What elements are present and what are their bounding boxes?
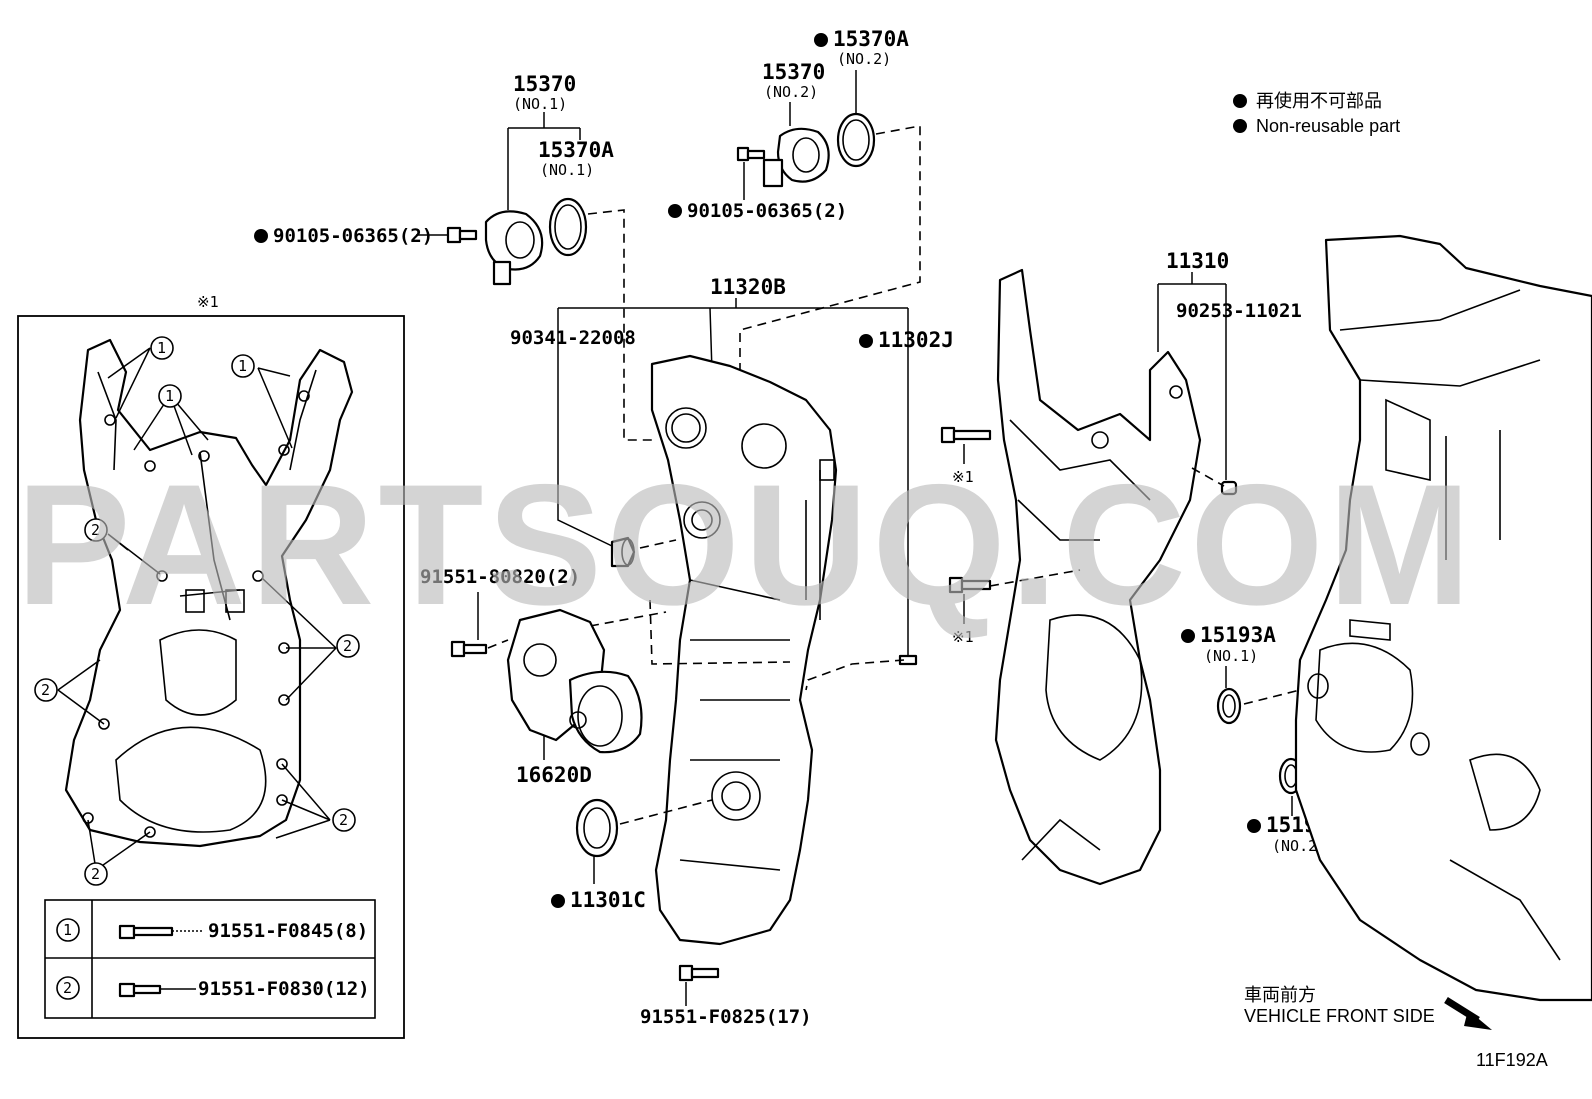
legend-en: Non-reusable part [1256,116,1400,136]
bolt-icon [446,226,478,244]
table-row: 2 91551-F0830(12) [56,976,370,1000]
bolt-icon [450,640,488,658]
callout-2a: 2 [84,518,108,542]
callout-2d: 2 [332,808,356,832]
timing-cover-drawing [650,354,838,946]
part-15370-no1: 15370 (NO.1) 15370A (NO.1) [484,72,656,441]
bolt-icon [948,576,992,594]
svg-text:1: 1 [157,339,166,357]
svg-text:2: 2 [339,811,348,829]
callout-2b: 2 [336,634,360,658]
svg-text:91551-F0825(17): 91551-F0825(17) [640,1006,812,1028]
svg-text:15193A: 15193A [1200,623,1276,647]
direction-en: VEHICLE FRONT SIDE [1244,1006,1435,1026]
inset-panel: ※1 1 [17,293,405,1039]
svg-text:1: 1 [63,921,72,939]
svg-text:15370A: 15370A [833,27,909,51]
legend: 再使用不可部品 Non-reusable part [1233,91,1400,136]
svg-text:11320B: 11320B [710,275,786,299]
svg-text:11301C: 11301C [570,888,646,912]
table-part-number: 91551-F0845(8) [208,920,368,942]
svg-text:1: 1 [165,387,174,405]
cover-11310-drawing [994,268,1202,886]
ref-note-2: ※1 [952,628,974,646]
svg-text:15370A: 15370A [538,138,614,162]
callout-1a: 1 [150,336,174,360]
bolt-icon [118,982,162,998]
pin-90253-drawing [1220,480,1238,496]
svg-text:(NO.2): (NO.2) [837,50,891,68]
non-reusable-mark-icon [1233,94,1247,108]
o-ring-drawing [548,197,588,257]
cam-sensor-drawing [484,210,544,286]
svg-text:90341-22008: 90341-22008 [510,327,636,349]
inset-title: ※1 [197,293,219,311]
o-ring-drawing [836,112,876,168]
svg-text:91551-80820(2): 91551-80820(2) [420,566,580,588]
figure-id: 11F192A [1476,1050,1548,1070]
engine-block-drawing [1294,234,1592,1002]
bolt-icon [678,964,720,982]
table-row: 1 91551-F0845(8) [56,918,368,942]
bolt-icon [940,426,992,444]
callout-1c: 1 [231,354,255,378]
plug-90341-drawing [610,536,636,568]
cam-sensor-drawing [762,127,830,188]
svg-text:2: 2 [63,979,72,997]
svg-text:(NO.1): (NO.1) [1204,647,1258,665]
svg-text:90253-11021: 90253-11021 [1176,300,1302,322]
ref-note-1: ※1 [952,468,974,486]
svg-text:16620D: 16620D [516,763,592,787]
seal-drawing [1216,687,1242,725]
part-16620d: 91551-80820(2) 16620D [420,566,791,787]
svg-text:2: 2 [91,865,100,883]
oil-seal-drawing [575,798,619,858]
callout-1b: 1 [158,384,182,408]
bolt-table: 1 91551-F0845(8) 2 91551-F0830(12) [44,899,376,1019]
svg-text:90105-06365(2): 90105-06365(2) [687,200,847,222]
svg-text:15370: 15370 [762,60,825,84]
svg-text:11310: 11310 [1166,249,1229,273]
direction-jp: 車両前方 [1244,985,1316,1005]
svg-text:(NO.2): (NO.2) [764,83,818,101]
part-11310: 11310 90253-11021 ※1 ※1 [940,249,1302,886]
bolt-90105-left: 90105-06365(2) [254,225,478,247]
svg-text:(NO.1): (NO.1) [540,161,594,179]
non-reusable-mark-icon [1233,119,1247,133]
table-part-number: 91551-F0830(12) [198,978,370,1000]
part-11320b: 11320B 90341-22008 11302J [510,275,954,946]
watermark-text: PARTSOUQ.COM [16,449,1475,641]
svg-text:11302J: 11302J [878,328,954,352]
part-15370-no2: 15370A (NO.2) 15370 (NO.2) [739,27,921,460]
callout-2c: 2 [34,678,58,702]
direction-indicator: 車両前方 VEHICLE FRONT SIDE [1244,985,1492,1030]
bolt-icon [736,146,766,162]
svg-text:(NO.1): (NO.1) [513,95,567,113]
svg-text:2: 2 [41,681,50,699]
part-91551-f0825: 91551-F0825(17) [640,964,812,1028]
legend-jp: 再使用不可部品 [1256,91,1382,111]
arrow-down-right-icon [1444,997,1492,1030]
part-11301c: 11301C [551,798,713,912]
svg-text:90105-06365(2): 90105-06365(2) [273,225,433,247]
bolt-icon [118,924,174,940]
tensioner-drawing [506,608,643,754]
svg-text:2: 2 [91,521,100,539]
callout-2e: 2 [84,862,108,886]
svg-text:15370: 15370 [513,72,576,96]
svg-text:2: 2 [343,637,352,655]
svg-text:1: 1 [238,357,247,375]
bolt-90105-right: 90105-06365(2) [668,146,847,222]
